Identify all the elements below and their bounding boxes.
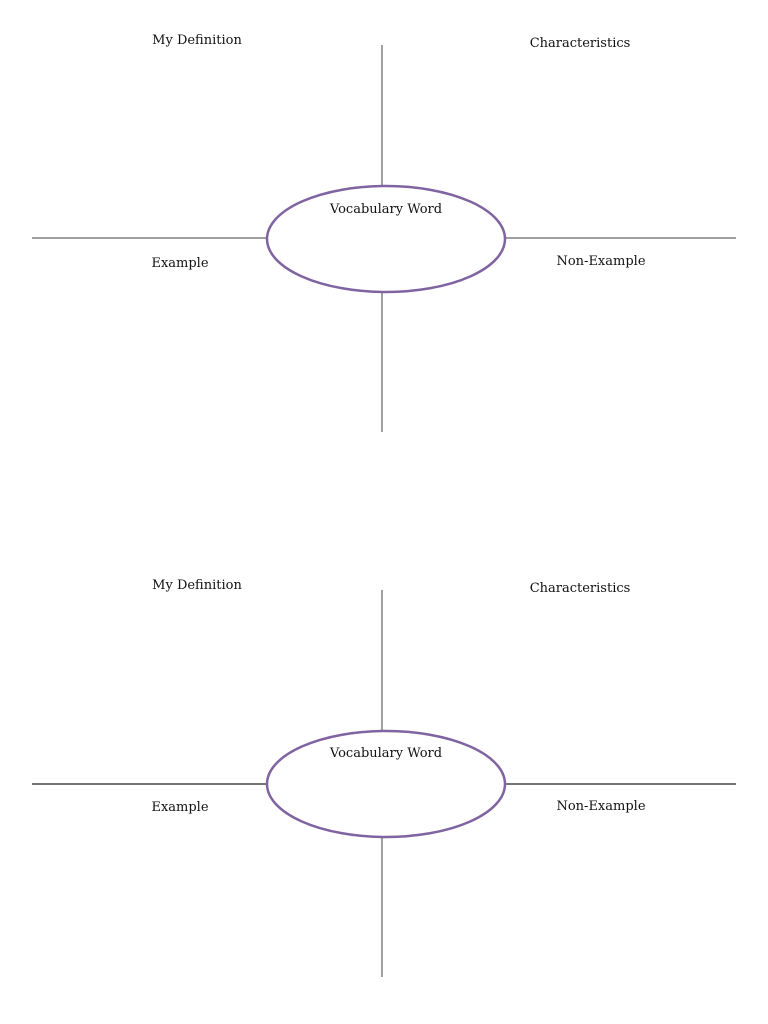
- frayer-model-2-diagram: [32, 590, 736, 977]
- frayer-model-1-diagram: [32, 45, 736, 432]
- vocabulary-word-oval: [265, 729, 507, 839]
- characteristics-label: Characteristics: [529, 36, 631, 51]
- frayer-model-2: My Definition Characteristics Vocabulary…: [0, 545, 768, 985]
- vocabulary-word-oval: [265, 184, 507, 294]
- vocabulary-word-label: Vocabulary Word: [329, 746, 443, 761]
- definition-label: My Definition: [152, 33, 242, 48]
- example-label: Example: [151, 256, 209, 271]
- characteristics-label: Characteristics: [529, 581, 631, 596]
- vocabulary-word-label: Vocabulary Word: [329, 202, 443, 217]
- non-example-label: Non-Example: [556, 254, 646, 269]
- definition-label: My Definition: [152, 578, 242, 593]
- non-example-label: Non-Example: [556, 799, 646, 814]
- example-label: Example: [151, 800, 209, 815]
- frayer-model-1: My Definition Characteristics Vocabulary…: [0, 0, 768, 440]
